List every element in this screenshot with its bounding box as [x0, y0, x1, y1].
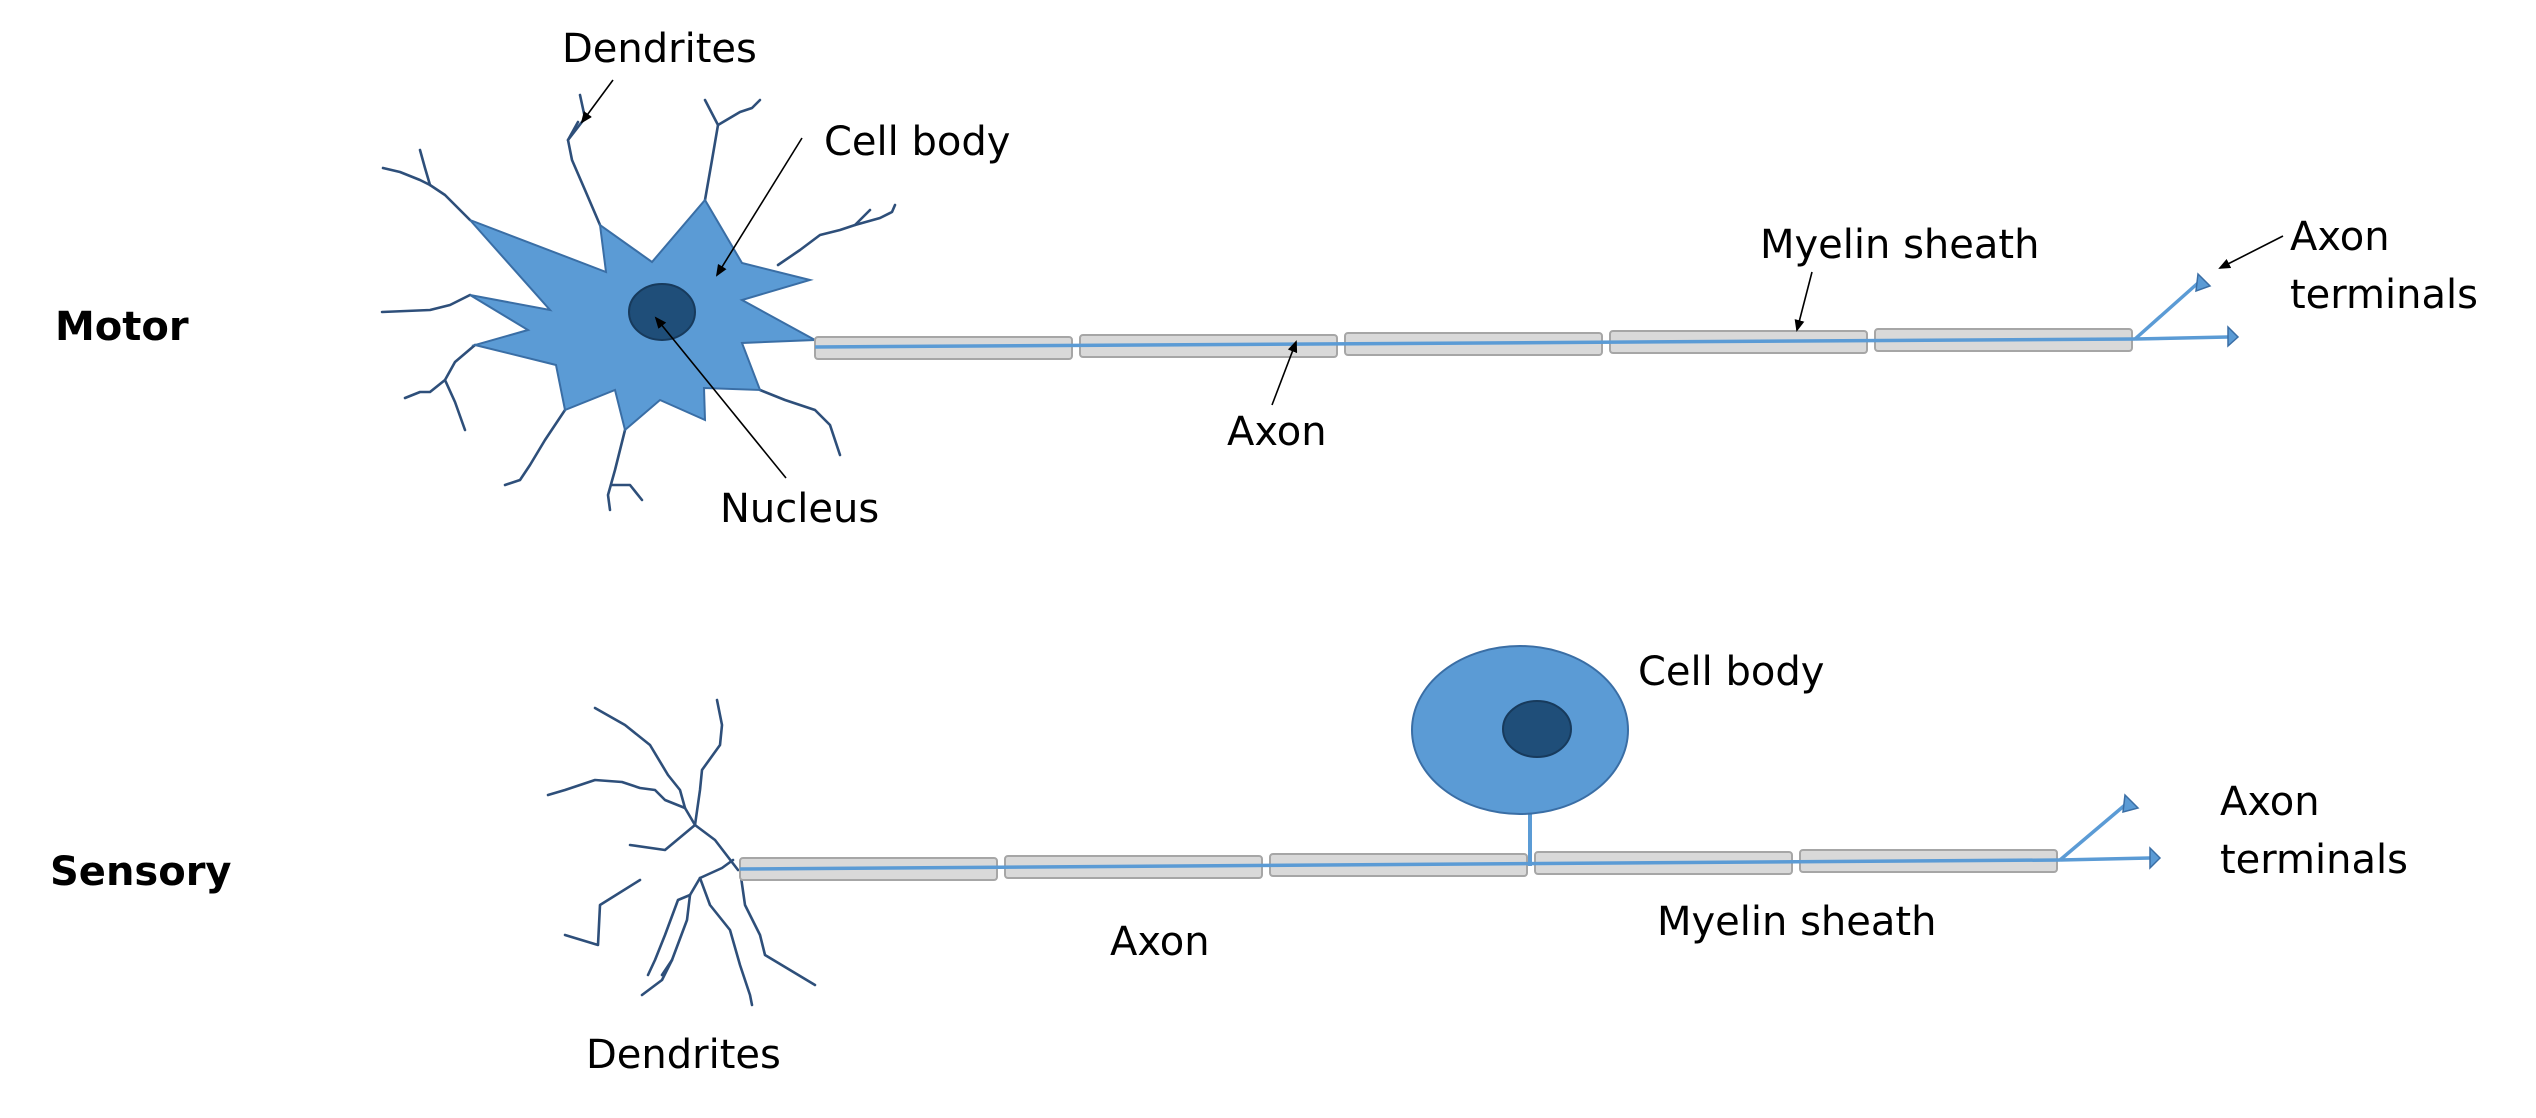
- motor-label-dendrites: Dendrites: [562, 26, 757, 72]
- motor-myelin-pointer: [1794, 271, 1813, 332]
- sensory-nucleus: [1502, 700, 1572, 758]
- sensory-axon-line: [739, 858, 2061, 871]
- motor-dendrites-pointer: [580, 79, 614, 124]
- motor-nucleus-pointer: [654, 316, 787, 479]
- motor-label-axon: Axon: [1227, 409, 1327, 455]
- motor-neuron: Motor: [55, 26, 2478, 532]
- motor-title: Motor: [55, 304, 189, 350]
- motor-axon-terminals-pointer: [2218, 235, 2284, 269]
- sensory-label-axon-terminals-line2: terminals: [2220, 837, 2408, 883]
- motor-axon-terminals: [2133, 272, 2240, 348]
- motor-dendrites: [380, 93, 897, 512]
- motor-label-cell-body: Cell body: [824, 119, 1010, 165]
- sensory-dendrites: [546, 698, 817, 1007]
- sensory-neuron: Sensory: [50, 645, 2408, 1078]
- sensory-title: Sensory: [50, 849, 232, 895]
- motor-label-axon-terminals-line1: Axon: [2290, 214, 2390, 260]
- motor-nucleus: [628, 283, 696, 341]
- motor-label-nucleus: Nucleus: [720, 486, 879, 532]
- motor-label-myelin-sheath: Myelin sheath: [1760, 222, 2039, 268]
- motor-axon-line: [814, 337, 2136, 349]
- sensory-label-axon: Axon: [1110, 919, 1210, 965]
- sensory-axon-terminals: [2058, 793, 2162, 870]
- sensory-label-myelin-sheath: Myelin sheath: [1657, 899, 1936, 945]
- motor-axon-pointer: [1271, 340, 1298, 406]
- motor-label-axon-terminals-line2: terminals: [2290, 272, 2478, 318]
- motor-cell-body-pointer: [715, 137, 803, 277]
- sensory-label-dendrites: Dendrites: [586, 1032, 781, 1078]
- sensory-label-axon-terminals-line1: Axon: [2220, 779, 2320, 825]
- sensory-label-cell-body: Cell body: [1638, 649, 1824, 695]
